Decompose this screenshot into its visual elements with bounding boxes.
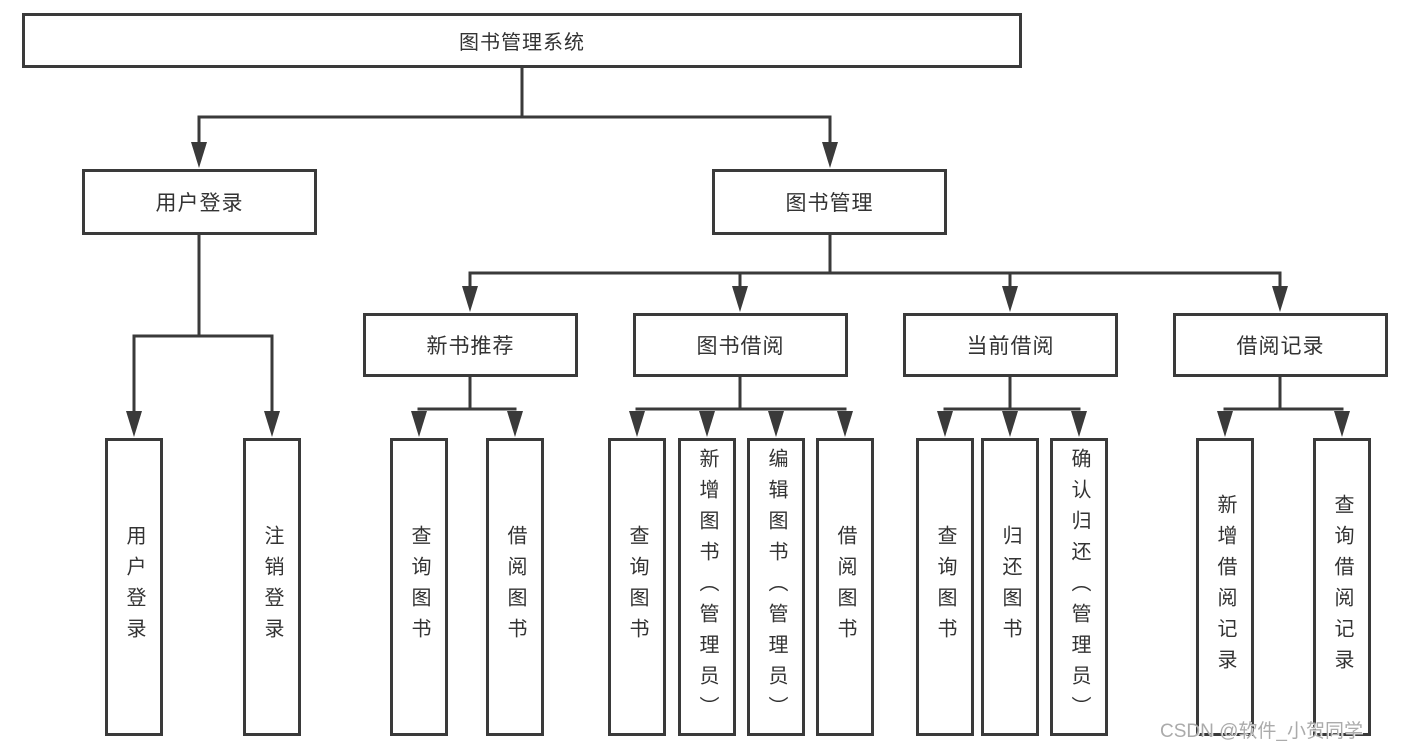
leaf-label: 借阅图书 <box>834 525 856 649</box>
leaf-label: 编辑图书（管理员） <box>765 447 787 727</box>
node-borrowing-records: 借阅记录 <box>1173 313 1388 377</box>
node-label: 新书推荐 <box>426 335 515 358</box>
node-library-management-system: 图书管理系统 <box>22 13 1022 68</box>
node-user-login: 用户登录 <box>82 169 317 235</box>
leaf-query-borrow-record: 查询借阅记录 <box>1313 438 1371 736</box>
leaf-return-books: 归还图书 <box>981 438 1039 736</box>
leaf-label: 查询图书 <box>934 525 956 649</box>
leaf-add-books-admin: 新增图书（管理员） <box>678 438 736 736</box>
node-book-management: 图书管理 <box>712 169 947 235</box>
node-label: 图书管理 <box>785 192 874 215</box>
leaf-label: 归还图书 <box>999 525 1021 649</box>
leaf-query-books-3: 查询图书 <box>916 438 974 736</box>
node-label: 图书管理系统 <box>459 32 585 54</box>
leaf-label: 查询图书 <box>626 525 648 649</box>
leaf-query-books-2: 查询图书 <box>608 438 666 736</box>
leaf-borrow-books: 借阅图书 <box>486 438 544 736</box>
node-current-borrowing: 当前借阅 <box>903 313 1118 377</box>
leaf-label: 新增借阅记录 <box>1214 494 1236 680</box>
leaf-query-books: 查询图书 <box>390 438 448 736</box>
leaf-user-login: 用户登录 <box>105 438 163 736</box>
leaf-label: 用户登录 <box>123 525 145 649</box>
node-label: 图书借阅 <box>696 335 785 358</box>
node-label: 当前借阅 <box>966 335 1055 358</box>
leaf-confirm-return-admin: 确认归还（管理员） <box>1050 438 1108 736</box>
leaf-borrow-books-2: 借阅图书 <box>816 438 874 736</box>
node-label: 用户登录 <box>155 192 244 215</box>
leaf-label: 借阅图书 <box>504 525 526 649</box>
leaf-logout: 注销登录 <box>243 438 301 736</box>
leaf-label: 查询借阅记录 <box>1331 494 1353 680</box>
leaf-label: 新增图书（管理员） <box>696 447 718 727</box>
node-label: 借阅记录 <box>1236 335 1325 358</box>
csdn-watermark: CSDN @软件_小贺同学 <box>1160 721 1363 742</box>
node-new-book-recommendation: 新书推荐 <box>363 313 578 377</box>
leaf-label: 确认归还（管理员） <box>1068 447 1090 727</box>
node-book-borrowing: 图书借阅 <box>633 313 848 377</box>
leaf-edit-books-admin: 编辑图书（管理员） <box>747 438 805 736</box>
leaf-add-borrow-record: 新增借阅记录 <box>1196 438 1254 736</box>
leaf-label: 注销登录 <box>261 525 283 649</box>
leaf-label: 查询图书 <box>408 525 430 649</box>
